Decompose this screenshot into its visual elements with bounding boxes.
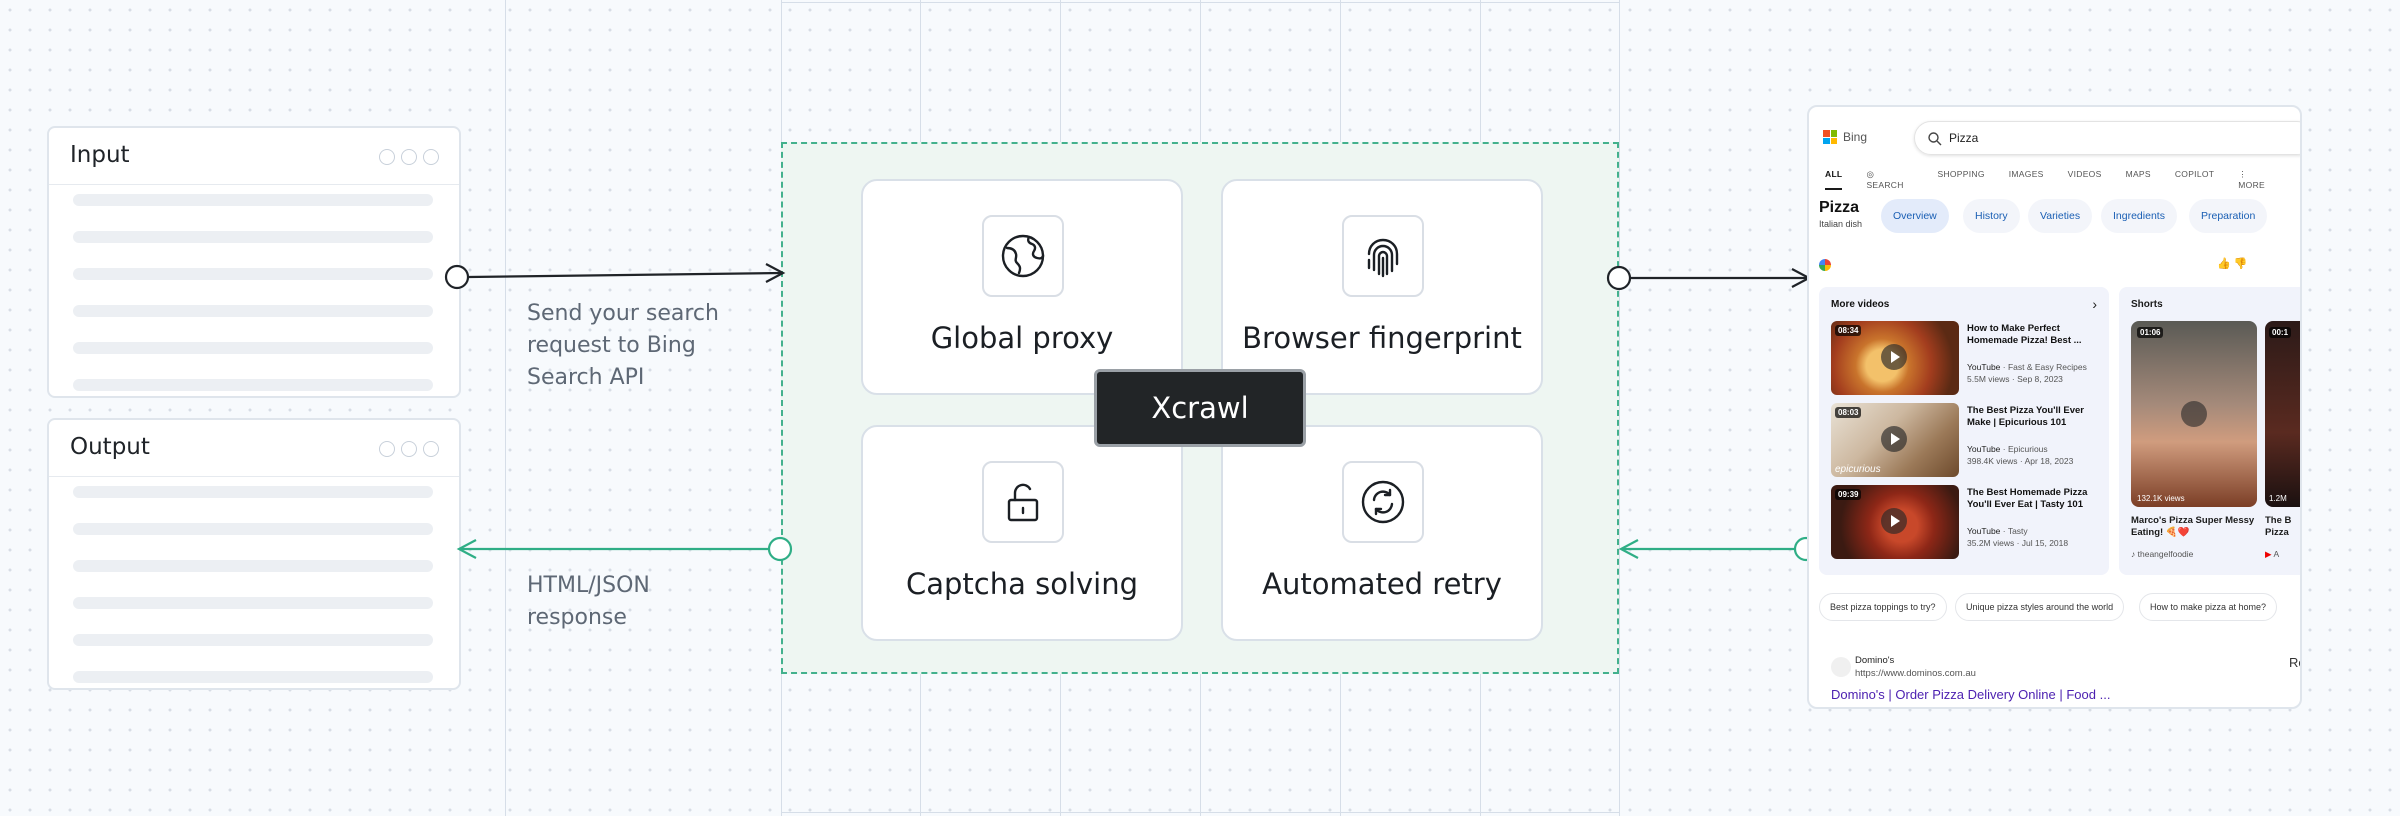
microsoft-logo-icon — [1823, 130, 1837, 144]
fingerprint-icon — [1342, 215, 1424, 297]
tab-search[interactable]: ◎ SEARCH — [1866, 169, 1904, 190]
pill-history[interactable]: History — [1963, 199, 2020, 233]
play-icon — [1881, 508, 1907, 534]
refresh-icon — [1342, 461, 1424, 543]
play-icon — [1881, 426, 1907, 452]
grid-line — [1619, 0, 1620, 816]
skeleton-line — [73, 231, 433, 243]
response-arrow — [456, 536, 793, 562]
shorts-panel: Shorts 01:06 132.1K views Marco's Pizza … — [2119, 287, 2300, 575]
thumbs-icons[interactable]: 👍 👎 — [2217, 258, 2248, 270]
play-icon — [1881, 344, 1907, 370]
pill-ingredients[interactable]: Ingredients — [2101, 199, 2177, 233]
feature-card-global-proxy: Global proxy — [861, 179, 1183, 395]
skeleton-line — [73, 671, 433, 683]
skeleton-line — [73, 486, 433, 498]
unlock-icon — [982, 461, 1064, 543]
feature-card-browser-fingerprint: Browser fingerprint — [1221, 179, 1543, 395]
short-title: The B Pizza — [2265, 515, 2292, 538]
request-arrow — [444, 263, 786, 290]
result-side-text: Re — [2289, 655, 2300, 670]
request-label: Send your search request to Bing Search … — [527, 301, 719, 390]
entity-header: Pizza Italian dish — [1819, 199, 1862, 229]
result-title-link[interactable]: Domino's | Order Pizza Delivery Online |… — [1831, 687, 2111, 702]
video-item[interactable]: 08:34 How to Make Perfect Homemade Pizza… — [1831, 321, 2101, 397]
bing-logo: Bing — [1823, 130, 1867, 144]
grid-line — [781, 2, 1619, 3]
result-url: https://www.dominos.com.au — [1855, 668, 1976, 679]
result-site: Domino's — [1855, 655, 1895, 666]
skeleton-line — [73, 597, 433, 609]
pill-preparation[interactable]: Preparation — [2189, 199, 2268, 233]
input-window: Input — [47, 126, 461, 398]
xcrawl-badge: Xcrawl — [1094, 369, 1306, 447]
output-title: Output — [70, 434, 150, 460]
bing-tabs: ALL ◎ SEARCH SHOPPING IMAGES VIDEOS MAPS… — [1825, 169, 2300, 190]
related-chip[interactable]: Unique pizza styles around the world — [1955, 593, 2125, 621]
skeleton-line — [73, 379, 433, 391]
grid-line — [781, 812, 1619, 813]
response-label: HTML/JSON response — [527, 573, 650, 630]
video-thumbnail: 08:03 epicurious — [1831, 403, 1959, 477]
feature-label: Global proxy — [930, 321, 1114, 355]
window-controls — [379, 149, 439, 165]
skeleton-line — [73, 560, 433, 572]
short-thumbnail[interactable]: 01:06 132.1K views — [2131, 321, 2257, 507]
search-query: Pizza — [1949, 131, 1979, 145]
globe-icon — [982, 215, 1064, 297]
bing-results-panel: Bing Pizza ALL ◎ SEARCH SHOPPING IMAGES … — [1807, 105, 2302, 709]
skeleton-line — [73, 305, 433, 317]
skeleton-line — [73, 342, 433, 354]
search-icon — [1928, 132, 1942, 146]
shorts-header: Shorts — [2131, 299, 2163, 310]
copilot-icon — [1819, 259, 1831, 271]
pill-varieties[interactable]: Varieties — [2028, 199, 2093, 233]
pill-overview[interactable]: Overview — [1881, 199, 1949, 233]
feature-card-captcha-solving: Captcha solving — [861, 425, 1183, 641]
tab-images[interactable]: IMAGES — [2008, 169, 2044, 179]
bing-return-arrow — [1618, 536, 1819, 562]
video-thumbnail: 09:39 — [1831, 485, 1959, 559]
tab-shopping[interactable]: SHOPPING — [1937, 169, 1985, 179]
short-title: Marco's Pizza Super Messy Eating! 🍕❤️ — [2131, 515, 2255, 538]
short-thumbnail[interactable]: 00:1 1.2M — [2265, 321, 2300, 507]
videos-header: More videos — [1831, 299, 1890, 310]
input-title: Input — [70, 142, 130, 168]
feature-card-automated-retry: Automated retry — [1221, 425, 1543, 641]
tab-copilot[interactable]: COPILOT — [2174, 169, 2215, 179]
window-controls — [379, 441, 439, 457]
related-chip[interactable]: Best pizza toppings to try? — [1819, 593, 1947, 621]
skeleton-line — [73, 268, 433, 280]
short-author: ▶ A — [2265, 549, 2280, 559]
favicon — [1831, 657, 1851, 677]
bing-search-box[interactable]: Pizza — [1914, 121, 2300, 155]
output-window: Output — [47, 418, 461, 690]
entity-name: Pizza — [1819, 199, 1860, 216]
tab-maps[interactable]: MAPS — [2125, 169, 2151, 179]
video-thumbnail: 08:34 — [1831, 321, 1959, 395]
entity-subtitle: Italian dish — [1819, 219, 1863, 229]
grid-line — [505, 0, 506, 816]
skeleton-line — [73, 634, 433, 646]
feature-label: Automated retry — [1262, 567, 1502, 601]
video-item[interactable]: 09:39 The Best Homemade Pizza You'll Eve… — [1831, 485, 2101, 561]
feature-label: Captcha solving — [905, 567, 1139, 601]
feature-label: Browser fingerprint — [1242, 321, 1522, 355]
related-chip[interactable]: How to make pizza at home? — [2139, 593, 2278, 621]
skeleton-line — [73, 194, 433, 206]
play-icon — [2181, 401, 2207, 427]
more-videos-panel: More videos › 08:34 How to Make Perfect … — [1819, 287, 2109, 575]
tab-all[interactable]: ALL — [1825, 169, 1843, 190]
tab-videos[interactable]: VIDEOS — [2067, 169, 2102, 179]
video-item[interactable]: 08:03 epicurious The Best Pizza You'll E… — [1831, 403, 2101, 479]
short-author: ♪ theangelfoodie — [2131, 549, 2194, 559]
bing-arrow — [1606, 265, 1812, 291]
skeleton-line — [73, 523, 433, 535]
tab-more[interactable]: ⋮ MORE — [2238, 169, 2265, 190]
chevron-right-icon[interactable]: › — [2092, 296, 2097, 312]
